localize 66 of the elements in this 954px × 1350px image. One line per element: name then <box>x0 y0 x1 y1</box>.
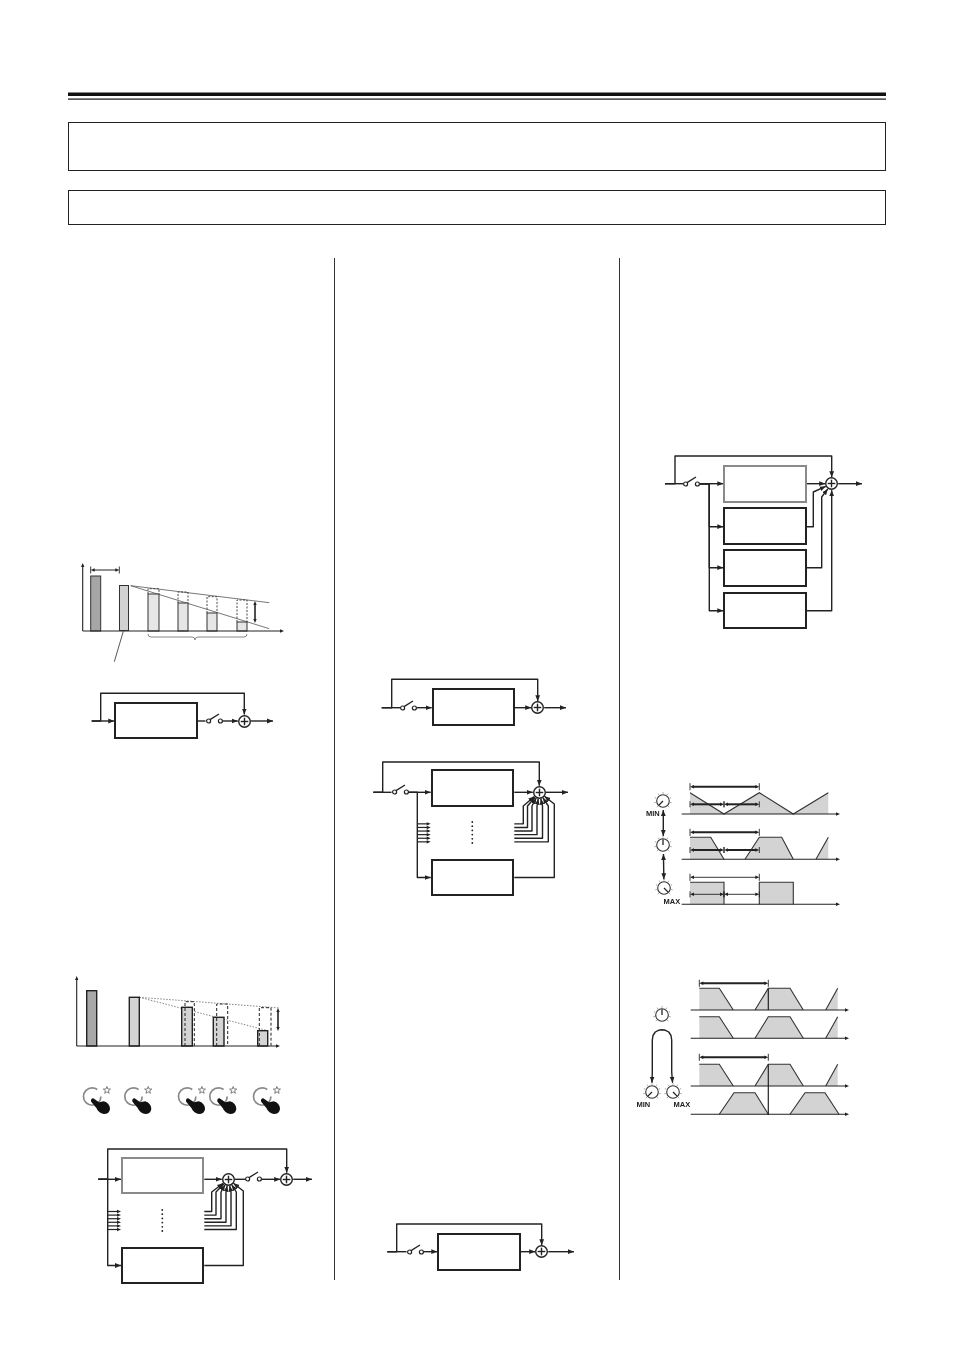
double-arrow <box>661 853 667 880</box>
arrow <box>422 1249 438 1255</box>
process-box <box>723 465 807 503</box>
arrow <box>806 488 829 569</box>
summing-junction <box>531 701 545 715</box>
arrow <box>547 1249 575 1255</box>
double-arrow <box>660 809 666 837</box>
process-box <box>114 701 198 740</box>
knob-dial <box>652 1006 671 1024</box>
arrow <box>416 705 433 711</box>
process-box <box>121 1157 205 1195</box>
knob-dial <box>654 792 673 810</box>
summing-junction <box>535 1245 549 1259</box>
arrow <box>543 705 567 711</box>
summing-junction <box>280 1172 294 1186</box>
summing-junction <box>221 1172 235 1186</box>
arrow <box>91 692 247 722</box>
arrow <box>372 761 542 793</box>
process-box <box>430 769 515 807</box>
arrow <box>203 1176 223 1182</box>
arrow <box>837 481 863 487</box>
arrow <box>261 1176 281 1182</box>
knob-dial <box>655 879 673 898</box>
connector-line <box>197 720 207 722</box>
arrow <box>203 1182 244 1267</box>
arrow <box>221 718 239 724</box>
arrow <box>292 1176 313 1182</box>
switch-symbol <box>406 1243 424 1255</box>
arrow <box>513 795 555 879</box>
arrow <box>806 489 835 612</box>
switch-symbol <box>683 475 700 487</box>
knob-dial <box>642 1082 661 1101</box>
header-frame <box>68 190 886 225</box>
process-box <box>437 1233 521 1271</box>
arrow <box>520 1249 536 1255</box>
switch-symbol <box>400 699 417 711</box>
process-box <box>723 549 807 587</box>
knob-dial <box>664 1082 683 1101</box>
arrow <box>699 483 724 614</box>
arrow <box>513 789 534 795</box>
arrow <box>407 791 432 880</box>
arrow <box>97 1148 290 1180</box>
arrow <box>806 485 827 528</box>
double-arrow <box>649 1029 675 1084</box>
arrow <box>381 678 541 709</box>
arrow <box>664 455 835 485</box>
header-frame <box>68 122 886 171</box>
arrow <box>514 705 532 711</box>
process-box <box>121 1246 205 1285</box>
summing-junction <box>532 785 546 799</box>
process-box <box>431 688 515 726</box>
process-box <box>723 592 807 630</box>
arrow <box>545 789 569 795</box>
switch-symbol <box>391 784 409 796</box>
process-box <box>430 859 515 896</box>
switch-symbol <box>245 1171 262 1183</box>
switch-symbol <box>205 713 223 724</box>
arrow <box>386 1223 545 1253</box>
process-box <box>723 507 807 545</box>
bar <box>119 585 130 631</box>
knob-dial <box>654 836 673 854</box>
leader-line <box>113 630 124 663</box>
summing-junction <box>237 714 251 728</box>
arrow <box>806 481 826 487</box>
summing-junction <box>825 477 839 491</box>
arrow <box>250 718 274 724</box>
